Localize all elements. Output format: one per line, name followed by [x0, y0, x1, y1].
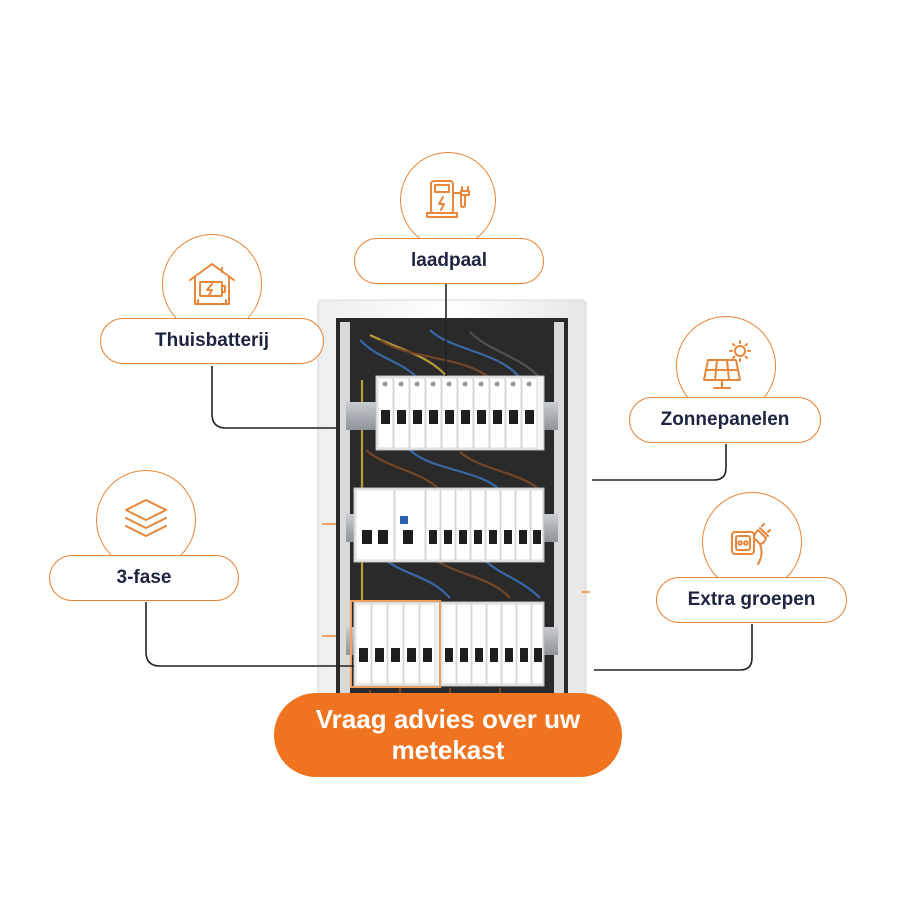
three-phase-highlight	[350, 600, 441, 688]
label-extra-groepen: Extra groepen	[656, 577, 847, 623]
breaker-row-1	[375, 375, 545, 451]
advice-cta-text: Vraag advies over uw metekast	[315, 704, 581, 765]
label-thuisbatterij-text: Thuisbatterij	[154, 330, 269, 351]
label-3-fase-text: 3-fase	[116, 567, 172, 588]
label-zonnepanelen: Zonnepanelen	[629, 397, 821, 443]
label-extra-groepen-text: Extra groepen	[687, 589, 816, 610]
connector-3-fase	[145, 602, 354, 667]
label-thuisbatterij: Thuisbatterij	[100, 318, 324, 364]
layers-icon	[96, 470, 196, 570]
connector-zonnepanelen	[592, 444, 727, 481]
connector-thuisbatterij	[211, 366, 336, 429]
breaker-row-2	[353, 487, 545, 563]
connector-lines	[145, 284, 753, 671]
label-laadpaal: laadpaal	[354, 238, 544, 284]
label-zonnepanelen-text: Zonnepanelen	[660, 409, 790, 430]
home-battery-icon	[162, 234, 262, 334]
ev-charger-icon	[400, 152, 496, 248]
breaker-row-3	[350, 600, 545, 688]
socket-plug-icon	[702, 492, 802, 592]
advice-cta-button[interactable]: Vraag advies over uw metekast	[274, 693, 622, 777]
label-3-fase: 3-fase	[49, 555, 239, 601]
connector-extra-groepen	[594, 624, 753, 671]
label-laadpaal-text: laadpaal	[410, 250, 488, 271]
